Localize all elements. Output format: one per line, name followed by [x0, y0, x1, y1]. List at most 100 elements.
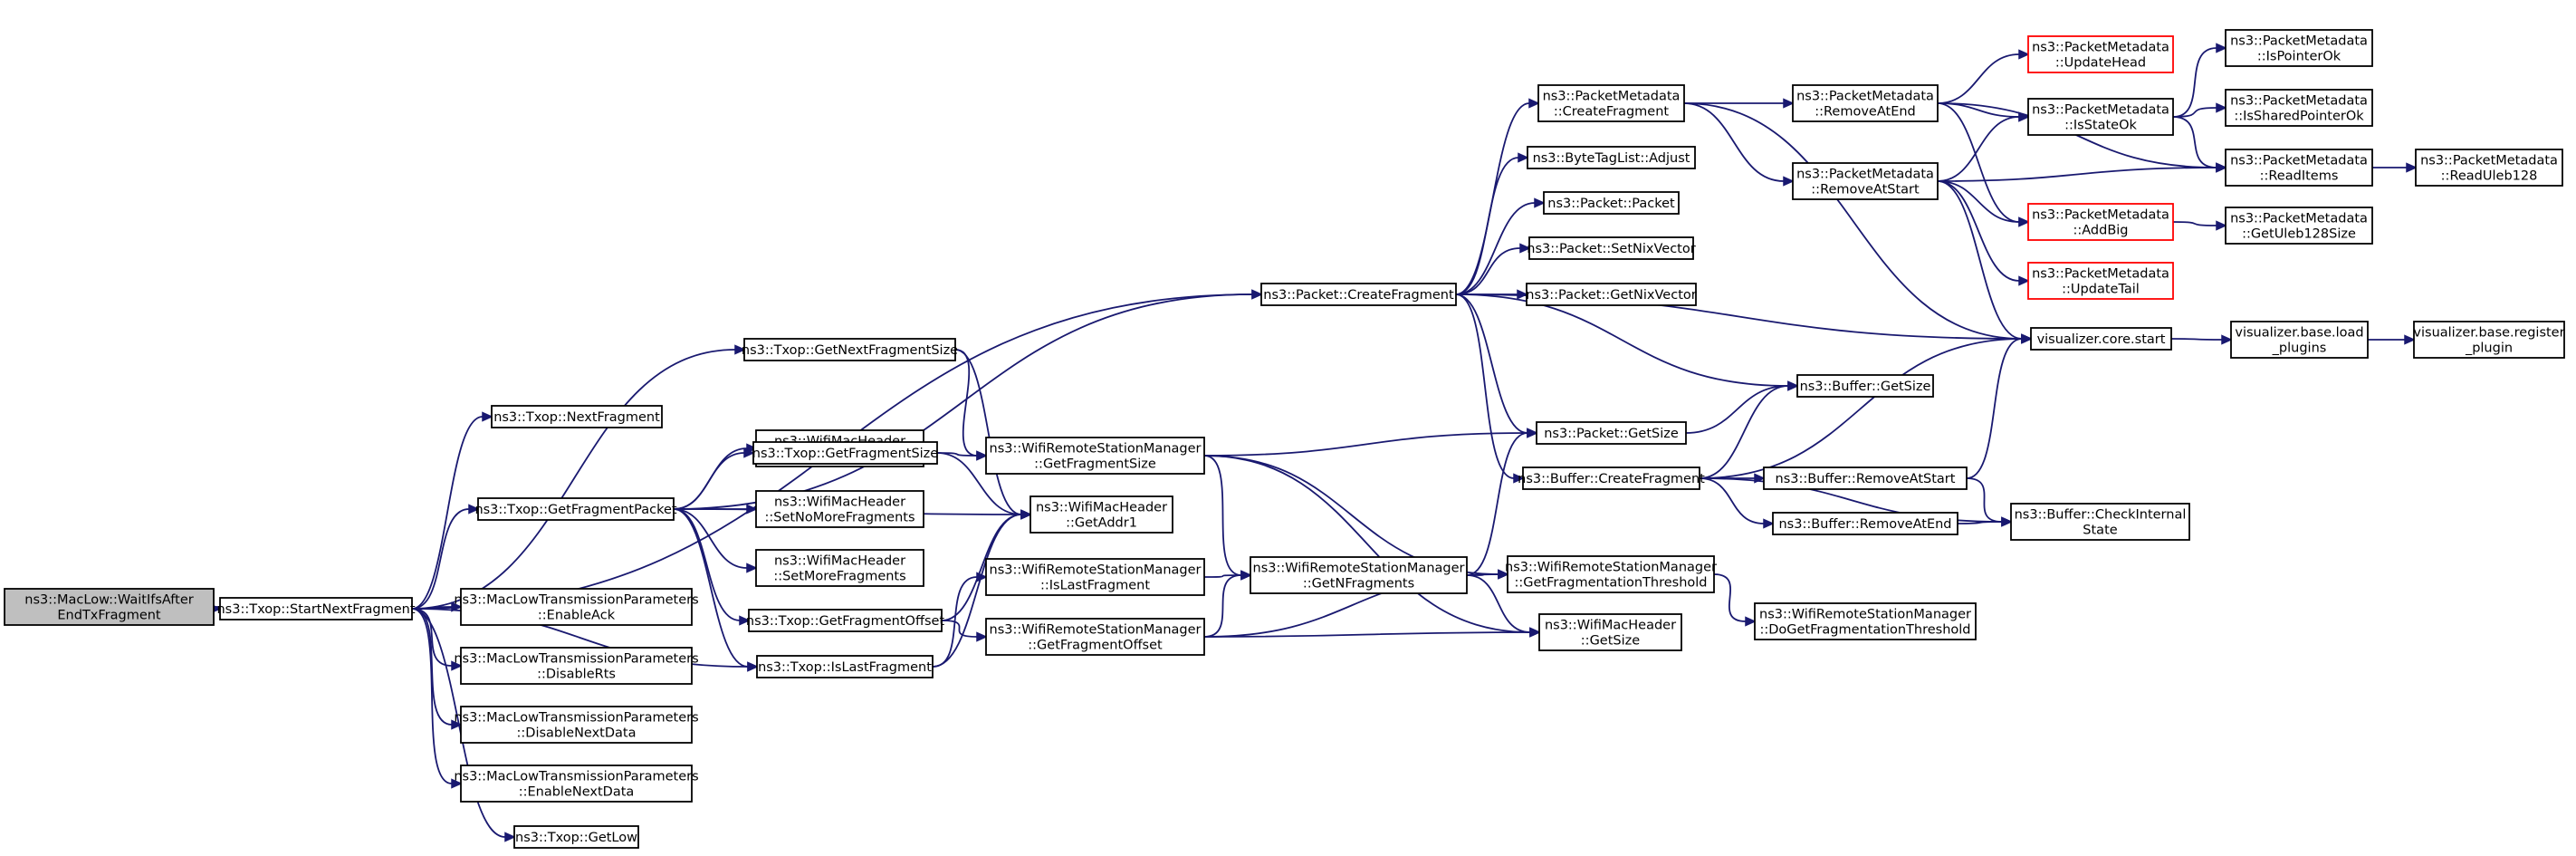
- node-btl_adjust[interactable]: ns3::ByteTagList::Adjust: [1527, 146, 1696, 169]
- node-getfragpkt[interactable]: ns3::Txop::GetFragmentPacket: [474, 497, 677, 521]
- node-box: [1537, 84, 1685, 122]
- node-pm_ispointerok[interactable]: ns3::PacketMetadata::IsPointerOk: [2225, 29, 2373, 67]
- node-vis_base_load[interactable]: visualizer.base.load_plugins: [2230, 321, 2369, 359]
- node-startnext[interactable]: ns3::Txop::StartNextFragment: [216, 597, 416, 620]
- node-pkt_packet[interactable]: ns3::Packet::Packet: [1543, 191, 1680, 215]
- node-wrsm_getfragthresh[interactable]: ns3::WifiRemoteStationManager::GetFragme…: [1505, 555, 1717, 593]
- node-disablenext[interactable]: ns3::MacLowTransmissionParameters::Disab…: [454, 706, 699, 744]
- node-label: ns3::Txop::GetNextFragmentSize: [742, 343, 958, 358]
- node-label: ::EnableAck: [538, 609, 616, 623]
- node-label: ns3::Txop::GetFragmentPacket: [474, 503, 676, 517]
- node-buf_createfrag[interactable]: ns3::Buffer::CreateFragment: [1518, 466, 1705, 490]
- node-pm_updatetail[interactable]: ns3::PacketMetadata::UpdateTail: [2027, 262, 2174, 300]
- node-pm_updatehead[interactable]: ns3::PacketMetadata::UpdateHead: [2027, 35, 2174, 73]
- node-box: [1250, 556, 1468, 594]
- node-wrsm_getfragoffset[interactable]: ns3::WifiRemoteStationManager::GetFragme…: [985, 618, 1205, 656]
- node-label: ::GetFragmentOffset: [1028, 639, 1163, 653]
- node-pm_addbig[interactable]: ns3::PacketMetadata::AddBig: [2027, 203, 2174, 241]
- node-wrsm_islastfrag[interactable]: ns3::WifiRemoteStationManager::IsLastFra…: [985, 558, 1205, 596]
- node-label: ::EnableNextData: [519, 785, 635, 800]
- node-box: [2027, 35, 2174, 73]
- node-pm_readuleb[interactable]: ns3::PacketMetadata::ReadUleb128: [2415, 149, 2563, 187]
- node-pkt_getsize[interactable]: ns3::Packet::GetSize: [1536, 421, 1687, 445]
- edge-pm_createfrag-to-vis_core_start: [1683, 102, 2033, 344]
- node-label: ns3::PacketMetadata: [2230, 154, 2368, 168]
- node-getfragoffset_txop[interactable]: ns3::Txop::GetFragmentOffset: [746, 609, 945, 632]
- node-label: ns3::Txop::StartNextFragment: [216, 602, 415, 617]
- node-pkt_setnix[interactable]: ns3::Packet::SetNixVector: [1527, 236, 1696, 260]
- node-box: [752, 441, 938, 465]
- node-nextfrag[interactable]: ns3::Txop::NextFragment: [491, 405, 663, 428]
- edge-getfragpkt-to-getfragsize_txop: [673, 447, 755, 510]
- node-enableack[interactable]: ns3::MacLowTransmissionParameters::Enabl…: [454, 588, 699, 626]
- node-label: ns3::MacLow::WaitIfsAfter: [24, 593, 193, 608]
- node-getaddr1[interactable]: ns3::WifiMacHeader::GetAddr1: [1029, 495, 1173, 534]
- node-setmore[interactable]: ns3::WifiMacHeader::SetMoreFragments: [755, 549, 924, 587]
- node-label: ::GetUleb128Size: [2242, 227, 2356, 242]
- node-pkt_getnix[interactable]: ns3::Packet::GetNixVector: [1526, 283, 1697, 306]
- edge-getfragsize_txop-to-wrsm_getfragsize: [936, 450, 988, 461]
- node-buf_removeatend[interactable]: ns3::Buffer::RemoveAtEnd: [1772, 512, 1958, 535]
- node-label: ns3::Packet::Packet: [1547, 197, 1675, 211]
- node-label: ns3::Buffer::GetSize: [1800, 380, 1931, 394]
- node-wrsm_dogetfragthresh[interactable]: ns3::WifiRemoteStationManager::DoGetFrag…: [1754, 602, 1977, 640]
- edge-getfragoffset_txop-to-wrsm_getfragoffset: [941, 620, 988, 642]
- edge-pm_createfrag-to-pm_removeatstart: [1683, 102, 1795, 187]
- node-label: EndTxFragment: [57, 609, 161, 623]
- node-box: [513, 825, 639, 849]
- node-label: ::IsStateOk: [2064, 119, 2137, 133]
- edge-wrsm_getfragthresh-to-wrsm_dogetfragthresh: [1713, 573, 1757, 627]
- node-buf_getsize[interactable]: ns3::Buffer::GetSize: [1796, 374, 1934, 398]
- node-label: ns3::Packet::CreateFragment: [1263, 288, 1454, 303]
- node-wmh_getsize[interactable]: ns3::WifiMacHeader::GetSize: [1538, 613, 1682, 651]
- node-setnomore[interactable]: ns3::WifiMacHeader::SetNoMoreFragments: [755, 490, 924, 528]
- node-enablenext[interactable]: ns3::MacLowTransmissionParameters::Enabl…: [454, 765, 699, 803]
- node-pm_getuleb[interactable]: ns3::PacketMetadata::GetUleb128Size: [2225, 207, 2373, 245]
- node-label: ::AddBig: [2073, 224, 2128, 238]
- node-pkt_createfrag[interactable]: ns3::Packet::CreateFragment: [1260, 283, 1457, 306]
- node-pm_createfrag[interactable]: ns3::PacketMetadata::CreateFragment: [1537, 84, 1685, 122]
- node-label: ::DisableRts: [537, 668, 616, 682]
- node-pm_removeatstart[interactable]: ns3::PacketMetadata::RemoveAtStart: [1792, 162, 1939, 200]
- node-label: ::GetNFragments: [1303, 577, 1414, 592]
- node-pm_readitems[interactable]: ns3::PacketMetadata::ReadItems: [2225, 149, 2373, 187]
- node-getlow[interactable]: ns3::Txop::GetLow: [513, 825, 639, 849]
- node-label: ::IsSharedPointerOk: [2234, 110, 2364, 124]
- node-label: ::ReadItems: [2260, 169, 2339, 184]
- node-box: [1526, 283, 1697, 306]
- edge-wrsm_getfragoffset-to-wrsm_getnfrag: [1203, 570, 1252, 638]
- node-label: ns3::Txop::IsLastFragment: [758, 660, 932, 675]
- edge-pm_readitems-to-pm_readuleb: [2372, 162, 2418, 173]
- node-islastfrag_txop[interactable]: ns3::Txop::IsLastFragment: [756, 655, 934, 678]
- node-label: ::CreateFragment: [1554, 105, 1670, 120]
- node-box: [460, 647, 693, 685]
- node-label: ns3::PacketMetadata: [1543, 90, 1681, 104]
- node-vis_core_start[interactable]: visualizer.core.start: [2030, 327, 2172, 351]
- node-label: ::DisableNextData: [517, 726, 637, 741]
- edge-pm_removeatstart-to-pm_isstateok: [1937, 111, 2030, 182]
- edge-pm_removeatstart-to-pm_addbig: [1937, 180, 2030, 227]
- node-label: ::DoGetFragmentationThreshold: [1759, 623, 1970, 638]
- node-wrsm_getfragsize[interactable]: ns3::WifiRemoteStationManager::GetFragme…: [985, 437, 1205, 475]
- node-pm_removeatend[interactable]: ns3::PacketMetadata::RemoveAtEnd: [1792, 84, 1939, 122]
- node-label: ns3::Packet::GetSize: [1544, 427, 1679, 441]
- node-buf_removeatstart[interactable]: ns3::Buffer::RemoveAtStart: [1763, 466, 1968, 490]
- node-box: [2027, 262, 2174, 300]
- edge-startnext-to-disablerts: [411, 608, 463, 671]
- edge-vis_core_start-to-vis_base_load: [2170, 334, 2233, 345]
- node-getnextfragsize[interactable]: ns3::Txop::GetNextFragmentSize: [742, 338, 958, 361]
- edge-buf_removeatstart-to-vis_core_start: [1966, 333, 2033, 479]
- node-label: ns3::WifiMacHeader: [1545, 619, 1676, 633]
- node-label: ::RemoveAtStart: [1811, 183, 1920, 197]
- edge-buf_removeatend-to-buf_checkinternal: [1957, 516, 2013, 527]
- node-pm_isstateok[interactable]: ns3::PacketMetadata::IsStateOk: [2027, 98, 2174, 136]
- node-pm_issharedpointerok[interactable]: ns3::PacketMetadata::IsSharedPointerOk: [2225, 89, 2373, 127]
- node-getfragsize_txop[interactable]: ns3::Txop::GetFragmentSize: [752, 441, 939, 465]
- node-disablerts[interactable]: ns3::MacLowTransmissionParameters::Disab…: [454, 647, 699, 685]
- node-box: [4, 588, 215, 626]
- node-label: State: [2083, 524, 2117, 538]
- node-wrsm_getnfrag[interactable]: ns3::WifiRemoteStationManager::GetNFragm…: [1250, 556, 1468, 594]
- node-vis_base_register[interactable]: visualizer.base.register_plugin: [2413, 321, 2565, 359]
